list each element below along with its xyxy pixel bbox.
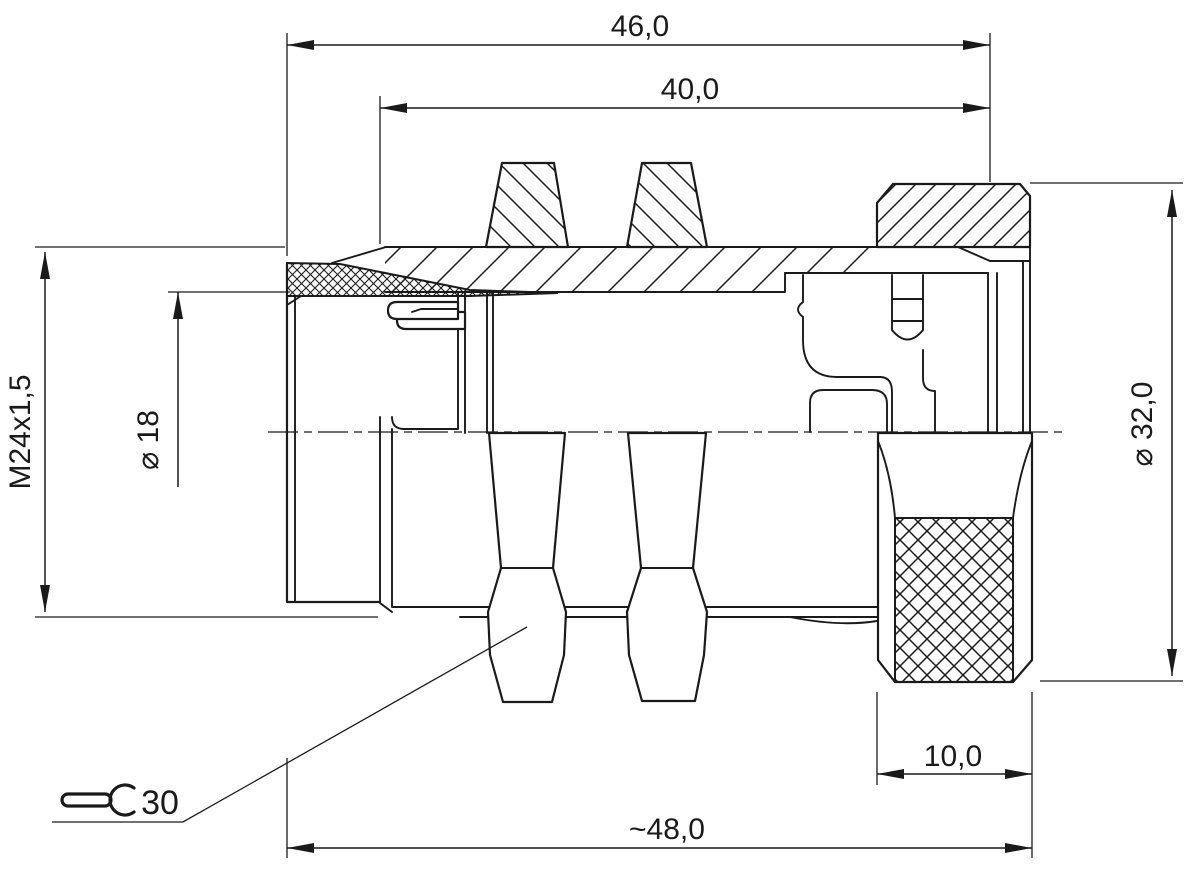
spring-tongue-step-line — [411, 308, 459, 313]
wrench-size-note: 30 — [52, 626, 528, 823]
dimension-knurl-arrow-left — [877, 769, 904, 779]
dimension-46-arrow-left — [287, 40, 314, 50]
dimension-40-label: 40,0 — [661, 73, 719, 106]
plug-lobe-left — [809, 389, 888, 433]
wrench-icon — [60, 783, 136, 817]
left-end-face — [285, 261, 382, 604]
dimension-outer-extension-lines — [1030, 182, 1183, 682]
dimension-bore-arrow — [173, 292, 183, 319]
knurl-pattern — [894, 517, 1014, 683]
detent-pin — [891, 274, 924, 341]
dimension-40-arrow-left — [380, 103, 407, 113]
dimension-40-arrow-right — [963, 103, 990, 113]
sleeve-section-hatch — [385, 247, 877, 292]
thread-transition-edges — [286, 246, 387, 306]
dimension-overall-length: ~48,0 — [286, 758, 1032, 858]
dimension-thread-arrow-bottom — [40, 585, 50, 612]
plug-lobe-right — [922, 349, 936, 433]
dimension-thread-arrow-top — [40, 252, 50, 279]
dimension-46-label: 46,0 — [611, 10, 669, 43]
part-half-section-view — [268, 161, 1062, 704]
wrench-flat-right — [625, 431, 709, 703]
spring-tongue-upper — [386, 300, 460, 321]
plug-left-profile — [797, 274, 893, 433]
dimension-outer-label: ⌀ 32,0 — [1126, 382, 1159, 467]
dimension-bore-label: ⌀ 18 — [132, 410, 165, 470]
dimension-46: 46,0 — [286, 10, 991, 256]
dimension-thread-label: M24x1,5 — [4, 374, 37, 489]
dimension-knurl-arrow-right — [1005, 769, 1032, 779]
dimension-outer-arrow-bottom — [1167, 649, 1177, 676]
body-nut-transition-curve — [789, 616, 878, 625]
dimension-outer-arrow-top — [1167, 190, 1177, 217]
dimension-knurl-width: 10,0 — [876, 692, 1033, 858]
dimension-overall-arrow-right — [1005, 843, 1032, 853]
hex-corner-section-left — [484, 161, 570, 249]
nut-section-lower-edges — [876, 246, 1031, 262]
hex-corner-section-right — [625, 161, 709, 249]
dimension-outer-diameter: ⌀ 32,0 — [1030, 182, 1183, 682]
spring-chamber-walls — [391, 291, 494, 434]
dimension-overall-label: ~48,0 — [629, 813, 705, 846]
dimension-thread: M24x1,5 — [4, 246, 378, 618]
dimension-knurl-extension-lines — [876, 692, 1033, 858]
dimension-bore: ⌀ 18 — [132, 291, 290, 487]
dimension-40: 40,0 — [379, 73, 990, 244]
wrench-size-label: 30 — [141, 784, 179, 822]
thread-body-step — [379, 416, 393, 613]
wrench-note-leader-line — [52, 626, 528, 823]
dimension-thread-extension-lines — [35, 246, 378, 618]
sleeve-end-face-lines — [987, 246, 1031, 434]
nut-section-hatch — [875, 182, 1032, 249]
nut-neck-curves — [877, 440, 1033, 519]
dimension-46-arrow-right — [963, 40, 990, 50]
dimension-knurl-label: 10,0 — [924, 740, 982, 773]
dimension-overall-arrow-left — [287, 843, 314, 853]
